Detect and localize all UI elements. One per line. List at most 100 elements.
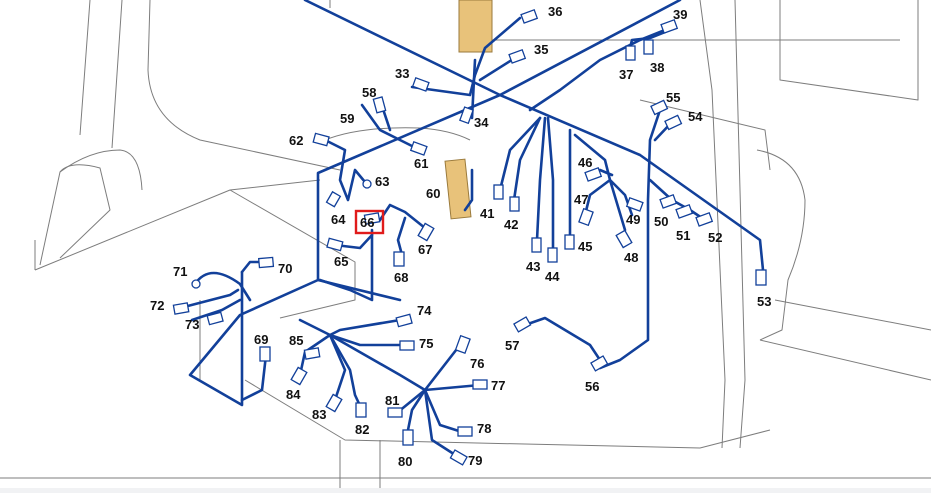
connector-45 [564,234,575,250]
callout-81: 81 [385,393,399,408]
callout-41: 41 [480,206,494,221]
connector-33 [411,77,430,92]
callout-56: 56 [585,379,599,394]
connector-65 [326,237,344,252]
connector-64 [325,190,342,208]
connector-63 [362,179,372,189]
connector-67 [417,222,435,242]
connector-55 [650,99,669,116]
callout-73: 73 [185,317,199,332]
callout-80: 80 [398,454,412,469]
connector-41 [493,184,504,200]
connector-50 [659,194,678,209]
mounting-bracket-60 [444,158,472,220]
callout-35: 35 [534,42,548,57]
callout-36: 36 [548,4,562,19]
connector-74 [395,313,413,328]
callout-85: 85 [289,333,303,348]
callout-62: 62 [289,133,303,148]
callout-84: 84 [286,387,301,402]
connector-57 [513,316,532,333]
callout-69: 69 [254,332,268,347]
callout-68: 68 [394,270,408,285]
callout-55: 55 [666,90,680,105]
callout-66: 66 [360,215,374,230]
connector-43 [531,237,542,253]
connector-66 [363,212,381,225]
connector-46 [584,167,603,182]
callout-49: 49 [626,212,640,227]
callout-75: 75 [419,336,433,351]
connector-36 [520,9,539,24]
callout-82: 82 [355,422,369,437]
callout-44: 44 [545,269,560,284]
connector-35 [508,49,527,64]
callout-53: 53 [757,294,771,309]
callout-60: 60 [426,186,440,201]
connector-44 [547,247,558,263]
callout-52: 52 [708,230,722,245]
connector-47 [578,207,594,227]
connector-52 [695,212,714,227]
callout-34: 34 [474,115,489,130]
callout-64: 64 [331,212,346,227]
callout-43: 43 [526,259,540,274]
connector-78 [457,426,473,437]
connector-76 [454,334,471,355]
callout-48: 48 [624,250,638,265]
callout-71: 71 [173,264,187,279]
connectors [172,9,767,466]
connector-75 [399,340,415,351]
callout-78: 78 [477,421,491,436]
callout-45: 45 [578,239,592,254]
connector-51 [675,204,694,219]
callout-79: 79 [468,453,482,468]
callout-61: 61 [414,156,428,171]
connector-85 [303,347,321,360]
callout-38: 38 [650,60,664,75]
mounting-bracket-top [458,0,493,53]
callout-72: 72 [150,298,164,313]
connector-73 [206,311,224,326]
connector-48 [615,229,633,249]
connector-69 [259,346,271,362]
connector-84 [290,366,308,386]
callout-47: 47 [574,192,588,207]
connector-80 [402,429,414,446]
callout-74: 74 [417,303,432,318]
highlight-box-66 [354,209,385,235]
connector-79 [449,449,468,466]
connector-83 [325,393,343,413]
connector-62 [312,132,330,147]
connector-39 [660,19,679,34]
callout-59: 59 [340,111,354,126]
callout-37: 37 [619,67,633,82]
connector-68 [393,251,405,267]
callout-33: 33 [395,66,409,81]
connector-70 [257,256,275,269]
connector-37 [625,45,636,61]
callout-50: 50 [654,214,668,229]
connector-34 [459,106,474,125]
callout-39: 39 [673,7,687,22]
callout-67: 67 [418,242,432,257]
connector-56 [590,355,609,372]
callout-54: 54 [688,109,703,124]
connector-42 [509,196,520,212]
connector-53 [755,269,767,286]
callout-42: 42 [504,217,518,232]
connector-38 [643,39,654,55]
connector-54 [664,114,683,131]
callout-70: 70 [278,261,292,276]
connector-82 [355,402,367,418]
callout-77: 77 [491,378,505,393]
callout-57: 57 [505,338,519,353]
callout-63: 63 [375,174,389,189]
connector-72 [172,302,190,315]
callout-46: 46 [578,155,592,170]
callout-58: 58 [362,85,376,100]
callout-83: 83 [312,407,326,422]
